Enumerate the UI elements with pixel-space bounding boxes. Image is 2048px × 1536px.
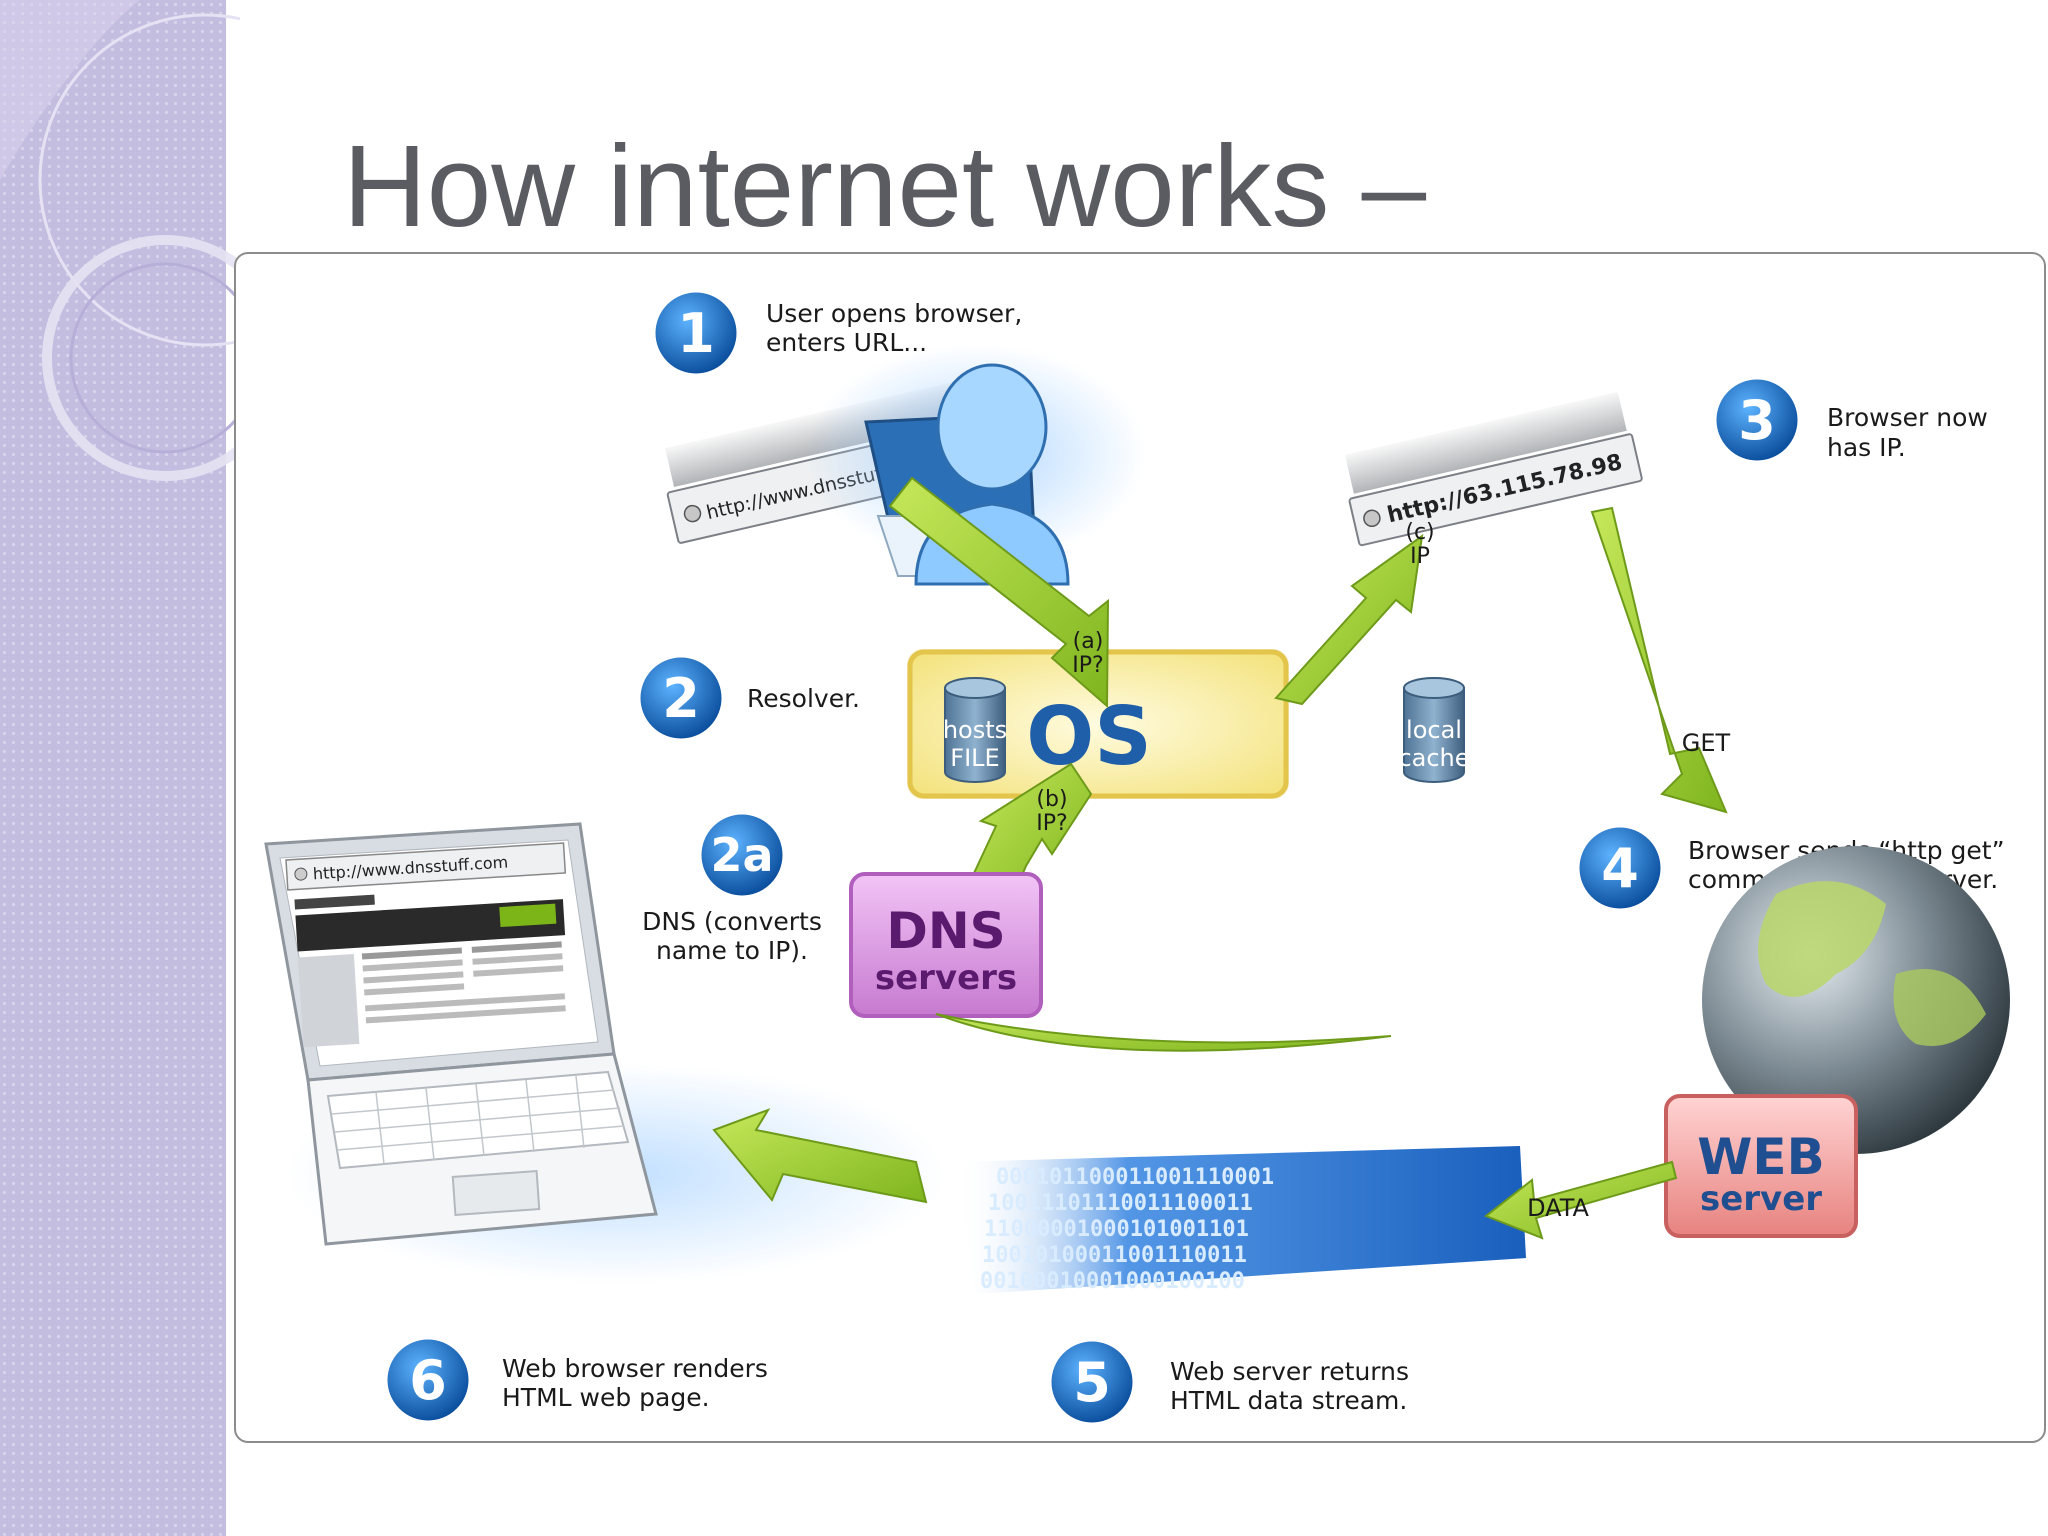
step-5-caption-line1: Web server returns [1170, 1357, 1409, 1386]
step-2a-number: 2a [710, 828, 773, 882]
step-3-caption-line2: has IP. [1827, 433, 1906, 462]
local-cache-cylinder: local cache [1398, 677, 1470, 783]
step-5-caption-line2: HTML data stream. [1170, 1386, 1407, 1415]
step-6-number: 6 [409, 1349, 447, 1412]
step-3-caption-line1: Browser now [1827, 403, 1988, 432]
step-1: 1 User opens browser, enters URL... [652, 289, 1022, 377]
binary-row-3: 11000001000101001101 [984, 1217, 1249, 1242]
step-5: 5 Web server returns HTML data stream. [1048, 1338, 1409, 1426]
cache-label-line2: cache [1398, 744, 1469, 772]
hosts-label-line2: FILE [950, 744, 999, 772]
dns-label-line2: servers [875, 958, 1017, 998]
cache-label-line1: local [1406, 716, 1462, 744]
step-2a: 2a DNS (converts name to IP). [642, 811, 822, 965]
web-label-line2: server [1700, 1179, 1822, 1219]
arrow-a-query: (a) IP? [888, 476, 1110, 709]
step-2-number: 2 [662, 667, 700, 730]
arrow-render-to-laptop [712, 1108, 928, 1204]
dns-servers-box: DNS servers [849, 872, 1043, 1018]
arrow-b-label-line2: IP? [1036, 811, 1067, 836]
binary-row-2: 10011101110011100011 [988, 1191, 1253, 1216]
internet-diagram: 1 User opens browser, enters URL... http… [264, 289, 2010, 1426]
step-2a-caption-line2: name to IP). [656, 936, 808, 965]
binary-row-4: 10010100011001110011 [982, 1243, 1247, 1268]
step-2a-caption-line1: DNS (converts [642, 907, 822, 936]
step-1-caption-line1: User opens browser, [766, 299, 1022, 328]
arrow-a-label-line2: IP? [1072, 653, 1103, 678]
arrow-c-label-line2: IP [1410, 544, 1430, 569]
step-6-badge [384, 1336, 472, 1424]
step-3-badge [1713, 376, 1801, 464]
step-6: 6 Web browser renders HTML web page. [384, 1336, 768, 1424]
step-4-badge [1576, 824, 1664, 912]
binary-row-5: 00100010001000100100 [980, 1269, 1245, 1294]
arrow-data-label: DATA [1527, 1194, 1589, 1222]
step-2a-badge [698, 811, 786, 899]
arrow-b-dns-query: (b) IP? [966, 762, 1093, 900]
arrow-b-label-line1: (b) [1036, 787, 1067, 812]
step-3-number: 3 [1738, 389, 1776, 452]
step-5-badge [1048, 1338, 1136, 1426]
browser-laptop: http://www.dnsstuff.com [264, 822, 946, 1284]
arrow-a-label-line1: (a) [1073, 629, 1104, 654]
arrow-get-label: GET [1682, 729, 1731, 757]
step-1-number: 1 [677, 302, 715, 365]
web-label-line1: WEB [1697, 1128, 1824, 1186]
os-label: OS [1026, 690, 1152, 783]
slide-title: How internet works – [343, 121, 1427, 251]
step-2-badge [637, 654, 725, 742]
binary-data-stream: 000101100011001110001 100111011100111000… [956, 1146, 1526, 1294]
step-2: 2 Resolver. [637, 654, 860, 742]
step-6-caption-line2: HTML web page. [502, 1383, 710, 1412]
dns-return-arc [935, 1013, 1392, 1052]
arrow-c-ip: (c) IP [1274, 520, 1435, 706]
slide-sidebar [0, 0, 240, 1536]
arrow-get: GET [1590, 506, 1731, 814]
dns-label-line1: DNS [886, 902, 1005, 960]
hosts-label-line1: hosts [943, 716, 1007, 744]
arrow-data: DATA [1484, 1160, 1678, 1240]
binary-row-1: 000101100011001110001 [996, 1165, 1274, 1190]
step-3: 3 Browser now has IP. [1713, 376, 1988, 464]
diagram-frame: 1 User opens browser, enters URL... http… [234, 252, 2046, 1443]
step-1-badge [652, 289, 740, 377]
step-4-number: 4 [1601, 837, 1639, 900]
user-head [936, 363, 1048, 491]
globe [1702, 846, 2010, 1154]
web-server-box: WEB server [1664, 1094, 1858, 1238]
sidebar-swirl-decoration [0, 0, 240, 481]
hosts-file-cylinder: hosts FILE [943, 677, 1007, 783]
step-2-caption: Resolver. [747, 684, 860, 713]
step-1-caption-line2: enters URL... [766, 328, 927, 357]
step-5-number: 5 [1073, 1351, 1111, 1414]
step-6-caption-line1: Web browser renders [502, 1354, 768, 1383]
arrow-c-label-line1: (c) [1405, 520, 1434, 545]
